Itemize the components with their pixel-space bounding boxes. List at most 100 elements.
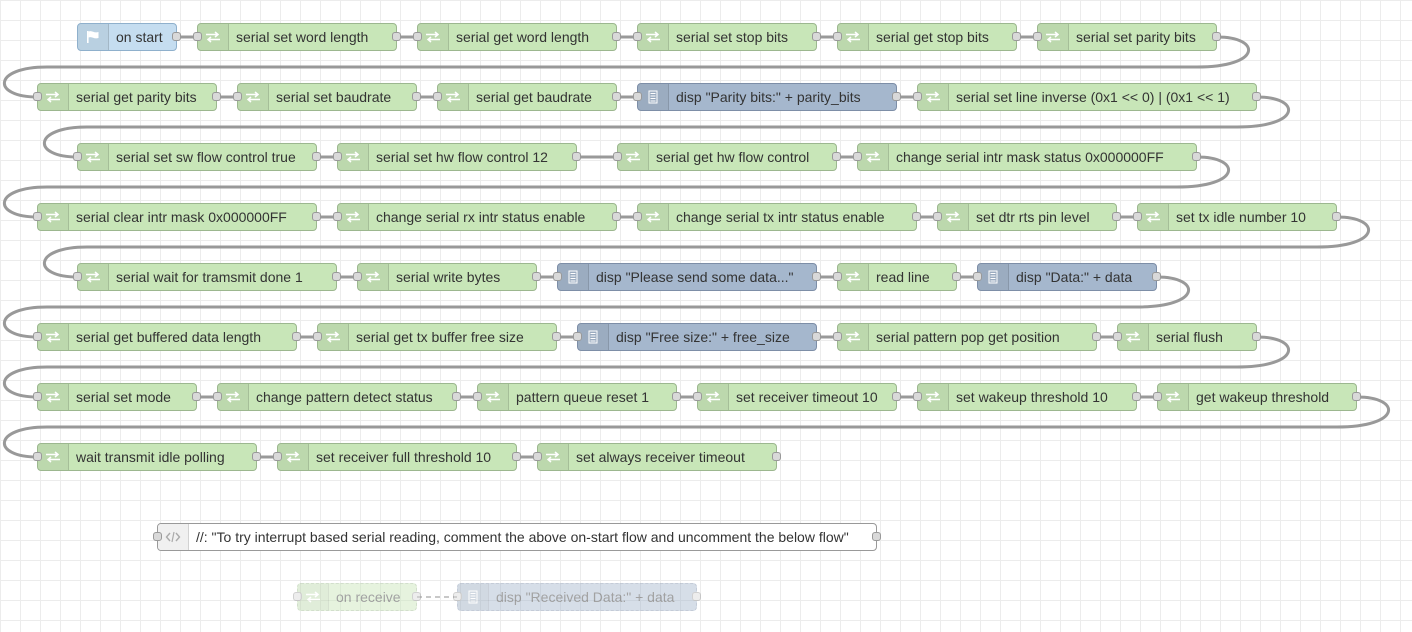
input-port[interactable] [33,452,42,461]
input-port[interactable] [433,92,442,101]
input-port[interactable] [693,392,702,401]
node-serial-set-mode[interactable]: serial set mode [33,383,201,411]
comment-node[interactable]: //: "To try interrupt based serial readi… [153,523,881,551]
output-port[interactable] [892,392,901,401]
input-port[interactable] [1113,332,1122,341]
output-port[interactable] [1252,92,1261,101]
input-port[interactable] [333,212,342,221]
input-port[interactable] [273,452,282,461]
output-port[interactable] [412,592,421,601]
output-port[interactable] [892,92,901,101]
input-port[interactable] [973,272,982,281]
node-on-start[interactable]: on start [77,23,181,51]
node-disp-received-data-data[interactable]: disp "Received Data:" + data [453,583,701,611]
output-port[interactable] [312,212,321,221]
output-port[interactable] [692,592,701,601]
output-port[interactable] [772,452,781,461]
input-port[interactable] [1153,392,1162,401]
input-port[interactable] [533,452,542,461]
output-port[interactable] [192,392,201,401]
input-port[interactable] [193,32,202,41]
node-serial-set-line-inverse-0x1-0-0x1-1[interactable]: serial set line inverse (0x1 << 0) | (0x… [913,83,1261,111]
node-pattern-queue-reset-1[interactable]: pattern queue reset 1 [473,383,681,411]
output-port[interactable] [1012,32,1021,41]
output-port[interactable] [612,212,621,221]
output-port[interactable] [552,332,561,341]
node-serial-set-stop-bits[interactable]: serial set stop bits [633,23,821,51]
node-serial-set-word-length[interactable]: serial set word length [193,23,401,51]
input-port[interactable] [933,212,942,221]
node-set-tx-idle-number-10[interactable]: set tx idle number 10 [1133,203,1341,231]
input-port[interactable] [913,92,922,101]
input-port[interactable] [73,152,82,161]
node-serial-clear-intr-mask-0x000000ff[interactable]: serial clear intr mask 0x000000FF [33,203,321,231]
node-set-always-receiver-timeout[interactable]: set always receiver timeout [533,443,781,471]
input-port[interactable] [853,152,862,161]
node-disp-free-size-free-size[interactable]: disp "Free size:" + free_size [573,323,821,351]
output-port[interactable] [572,152,581,161]
output-port[interactable] [1132,392,1141,401]
output-port[interactable] [1152,272,1161,281]
node-get-wakeup-threshold[interactable]: get wakeup threshold [1153,383,1361,411]
output-port[interactable] [1352,392,1361,401]
output-port[interactable] [172,32,181,41]
input-port[interactable] [1033,32,1042,41]
output-port[interactable] [512,452,521,461]
node-set-dtr-rts-pin-level[interactable]: set dtr rts pin level [933,203,1121,231]
node-serial-get-tx-buffer-free-size[interactable]: serial get tx buffer free size [313,323,561,351]
output-port[interactable] [392,32,401,41]
node-serial-get-stop-bits[interactable]: serial get stop bits [833,23,1021,51]
output-port[interactable] [952,272,961,281]
output-port[interactable] [872,532,881,541]
node-disp-please-send-some-data[interactable]: disp "Please send some data..." [553,263,821,291]
node-wait-transmit-idle-polling[interactable]: wait transmit idle polling [33,443,261,471]
output-port[interactable] [292,332,301,341]
output-port[interactable] [1332,212,1341,221]
input-port[interactable] [213,392,222,401]
node-disp-data-data[interactable]: disp "Data:" + data [973,263,1161,291]
output-port[interactable] [612,32,621,41]
output-port[interactable] [812,332,821,341]
node-change-serial-rx-intr-status-enable[interactable]: change serial rx intr status enable [333,203,621,231]
input-port[interactable] [73,272,82,281]
input-port[interactable] [473,392,482,401]
input-port[interactable] [33,332,42,341]
input-port[interactable] [353,272,362,281]
input-port[interactable] [33,212,42,221]
node-change-pattern-detect-status[interactable]: change pattern detect status [213,383,461,411]
output-port[interactable] [332,272,341,281]
node-change-serial-tx-intr-status-enable[interactable]: change serial tx intr status enable [633,203,921,231]
input-port[interactable] [233,92,242,101]
node-serial-get-word-length[interactable]: serial get word length [413,23,621,51]
output-port[interactable] [1092,332,1101,341]
input-port[interactable] [33,92,42,101]
node-serial-get-hw-flow-control[interactable]: serial get hw flow control [613,143,841,171]
input-port[interactable] [913,392,922,401]
input-port[interactable] [633,92,642,101]
node-serial-pattern-pop-get-position[interactable]: serial pattern pop get position [833,323,1101,351]
input-port[interactable] [633,212,642,221]
output-port[interactable] [812,32,821,41]
node-set-wakeup-threshold-10[interactable]: set wakeup threshold 10 [913,383,1141,411]
output-port[interactable] [812,272,821,281]
node-serial-set-parity-bits[interactable]: serial set parity bits [1033,23,1221,51]
node-serial-wait-for-tramsmit-done-1[interactable]: serial wait for tramsmit done 1 [73,263,341,291]
node-read-line[interactable]: read line [833,263,961,291]
input-port[interactable] [573,332,582,341]
node-serial-set-sw-flow-control-true[interactable]: serial set sw flow control true [73,143,321,171]
input-port[interactable] [413,32,422,41]
node-serial-get-parity-bits[interactable]: serial get parity bits [33,83,221,111]
output-port[interactable] [252,452,261,461]
output-port[interactable] [1252,332,1261,341]
input-port[interactable] [33,392,42,401]
node-on-receive[interactable]: on receive [293,583,421,611]
output-port[interactable] [832,152,841,161]
node-serial-get-baudrate[interactable]: serial get baudrate [433,83,621,111]
input-port[interactable] [313,332,322,341]
node-change-serial-intr-mask-status-0x000000f[interactable]: change serial intr mask status 0x000000F… [853,143,1201,171]
output-port[interactable] [1212,32,1221,41]
input-port[interactable] [613,152,622,161]
output-port[interactable] [1192,152,1201,161]
input-port[interactable] [833,332,842,341]
output-port[interactable] [532,272,541,281]
